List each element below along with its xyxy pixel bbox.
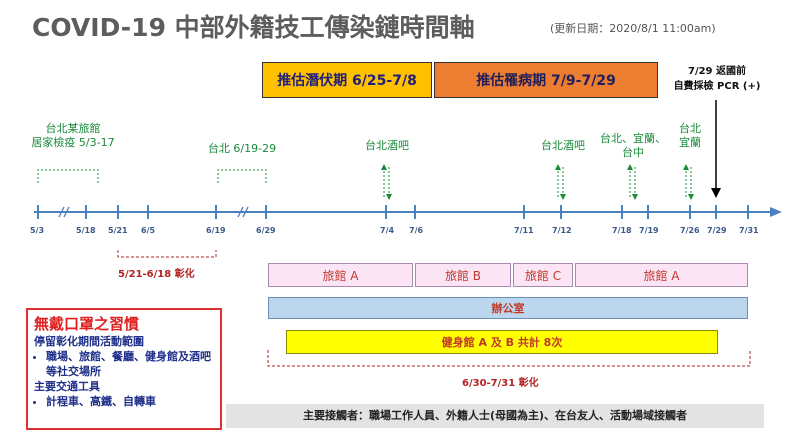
- tick-label: 5/3: [30, 226, 45, 235]
- bracket-changhua1: [117, 250, 217, 258]
- event-tpe-yilan-line1: 台北: [679, 122, 701, 135]
- span-changhua2: 6/30-7/31 彰化: [462, 378, 539, 389]
- bracket-taipei-stay: [217, 169, 267, 183]
- hotel-c: 旅館 C: [513, 263, 573, 287]
- tick-label: 6/5: [141, 226, 156, 235]
- pcr-note: 7/29 返國前 自費採檢 PCR (+): [664, 64, 770, 94]
- tick-label: 7/11: [514, 226, 534, 235]
- axis-ticks: [37, 205, 749, 219]
- hotel-a-second: 旅館 A: [575, 263, 748, 287]
- habits-title: 無戴口罩之習慣: [34, 315, 140, 333]
- hotel-b: 旅館 B: [415, 263, 511, 287]
- timeline-axis-arrowhead: [770, 207, 782, 217]
- axis-break-marks: [58, 206, 249, 218]
- bracket-changhua2: [267, 350, 751, 367]
- event-bar-1: 台北酒吧: [365, 139, 409, 152]
- event-tpe-yilan-taichung-line1: 台北、宜蘭、: [600, 132, 666, 145]
- tick-label: 7/31: [739, 226, 759, 235]
- office-bar: 辦公室: [268, 297, 748, 319]
- incubation-period-banner: 推估潛伏期 6/25-7/8: [262, 62, 432, 98]
- habits-transport-item: 計程車、高鐵、自轉車: [46, 394, 214, 409]
- habits-details: 停留彰化期間活動範圍 職場、旅館、餐廳、健身館及酒吧等社交場所 主要交通工具 計…: [34, 334, 214, 409]
- illness-period-banner: 推估罹病期 7/9-7/29: [434, 62, 658, 98]
- contacts-bar: 主要接觸者：職場工作人員、外籍人士(母國為主)、在台友人、活動場域接觸者: [226, 404, 764, 428]
- tick-label: 6/19: [206, 226, 226, 235]
- event-taipei-hotel-line1: 台北某旅館: [45, 122, 101, 135]
- pcr-arrowhead: [711, 188, 721, 198]
- hotel-a-first: 旅館 A: [268, 263, 413, 287]
- habits-scope-item: 職場、旅館、餐廳、健身館及酒吧等社交場所: [46, 349, 214, 379]
- bracket-quarantine: [37, 169, 99, 183]
- span-changhua1: 5/21-6/18 彰化: [118, 269, 195, 280]
- tick-label: 7/12: [552, 226, 572, 235]
- pcr-note-line2: 自費採檢 PCR (+): [673, 81, 761, 92]
- event-taipei-stay: 台北 6/19-29: [207, 142, 277, 155]
- tick-label: 5/21: [108, 226, 128, 235]
- page-title: COVID-19 中部外籍技工傳染鏈時間軸: [32, 13, 475, 42]
- event-tpe-yilan: 台北 宜蘭: [670, 122, 710, 150]
- event-tpe-yilan-taichung: 台北、宜蘭、 台中: [590, 132, 676, 160]
- tick-label: 7/6: [409, 226, 424, 235]
- movement-arrows: [383, 167, 692, 197]
- tick-label: 7/26: [680, 226, 700, 235]
- pcr-note-line1: 7/29 返國前: [687, 66, 746, 77]
- tick-label: 7/19: [639, 226, 659, 235]
- tick-label: 7/4: [380, 226, 395, 235]
- gym-bar: 健身館 A 及 B 共計 8次: [286, 330, 718, 354]
- habits-box: 無戴口罩之習慣 停留彰化期間活動範圍 職場、旅館、餐廳、健身館及酒吧等社交場所 …: [26, 308, 222, 430]
- event-tpe-yilan-line2: 宜蘭: [679, 136, 701, 149]
- movement-arrowheads: [381, 164, 694, 200]
- update-date: (更新日期：2020/8/1 11:00am): [550, 22, 716, 35]
- event-taipei-hotel: 台北某旅館 居家檢疫 5/3-17: [18, 122, 128, 150]
- tick-label: 5/18: [76, 226, 96, 235]
- habits-scope: 停留彰化期間活動範圍: [34, 335, 144, 348]
- event-tpe-yilan-taichung-line2: 台中: [622, 146, 644, 159]
- event-bar-2: 台北酒吧: [541, 139, 585, 152]
- tick-label: 7/18: [612, 226, 632, 235]
- tick-label: 7/29: [707, 226, 727, 235]
- event-taipei-hotel-line2: 居家檢疫 5/3-17: [31, 136, 115, 149]
- tick-label: 6/29: [256, 226, 276, 235]
- habits-transport: 主要交通工具: [34, 380, 100, 393]
